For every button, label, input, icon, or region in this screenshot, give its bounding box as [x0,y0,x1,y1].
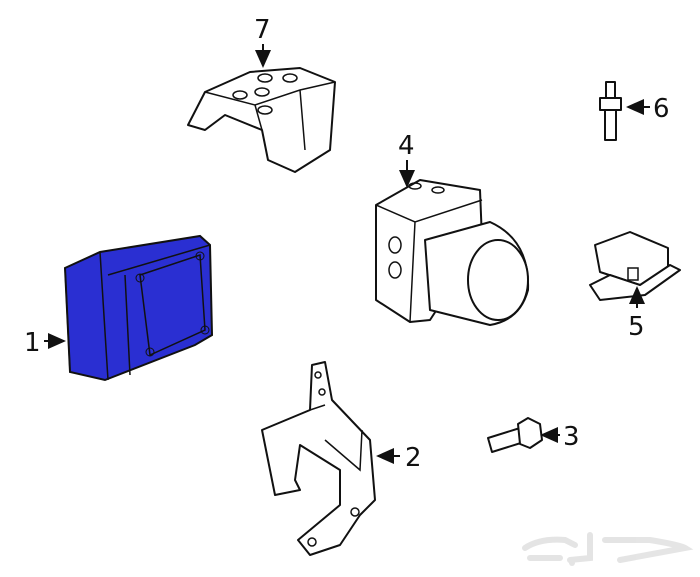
callout-number-4: 4 [398,131,415,161]
watermark-logo [522,532,694,566]
part-7-mounting-bracket[interactable] [187,67,336,173]
callout-7: 7 [254,15,271,68]
part-3-bolt[interactable] [487,417,543,453]
callout-5: 5 [628,286,645,342]
part-5-clip[interactable] [589,231,681,301]
callout-3: 3 [540,422,580,452]
callout-6: 6 [626,94,670,124]
callout-2: 2 [376,443,422,473]
callout-number-5: 5 [628,312,645,342]
callout-number-7: 7 [254,15,271,45]
callout-number-6: 6 [653,94,670,124]
callout-4: 4 [398,131,415,188]
part-4-abs-modulator[interactable] [375,179,530,326]
part-1-abs-control-module[interactable] [63,234,214,382]
callout-number-2: 2 [405,443,422,473]
part-6-stud[interactable] [599,81,622,141]
callout-number-3: 3 [563,422,580,452]
callout-number-1: 1 [24,328,41,358]
part-2-bracket[interactable] [261,361,376,556]
callout-1: 1 [24,328,66,358]
